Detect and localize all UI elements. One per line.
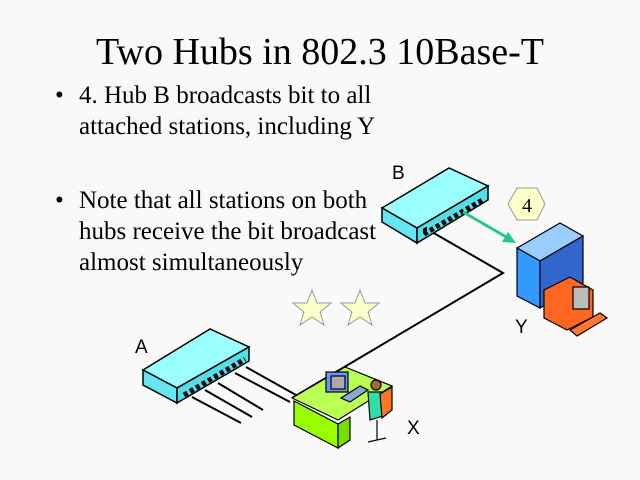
hub-a-icon (141, 328, 251, 405)
star-icon (339, 288, 381, 327)
station-y-server-icon (515, 222, 609, 337)
hub-a-label: A (135, 337, 148, 358)
step-badge: 4 (507, 187, 546, 221)
broadcast-arrow-icon (462, 210, 516, 243)
bullet-text: 4. Hub B broadcasts bit to all attached … (79, 82, 376, 140)
bullet-marker: • (55, 187, 64, 214)
station-x-desk-icon (290, 366, 394, 450)
star-icon (291, 288, 333, 327)
hub-b-label: B (392, 163, 405, 184)
step-badge-text: 4 (522, 195, 532, 217)
slide-title: Two Hubs in 802.3 10Base-T (95, 31, 545, 73)
cables-hub-a (191, 366, 297, 424)
station-x-label: X (407, 418, 420, 439)
station-y-label: Y (515, 317, 528, 338)
cable-hub-b-to-x (291, 231, 505, 399)
bullet-marker: • (55, 82, 64, 109)
bullet-text: Note that all stations on both hubs rece… (79, 187, 377, 276)
hub-b-icon (380, 167, 490, 245)
